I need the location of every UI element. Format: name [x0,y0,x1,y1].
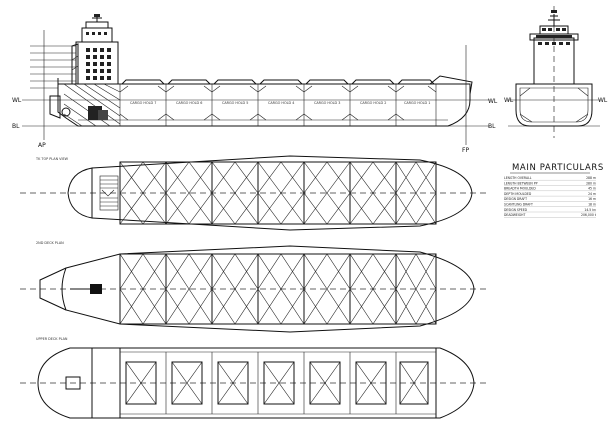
main-particulars-title: MAIN PARTICULARS [512,163,604,173]
wl-label: WL [12,97,22,104]
hold-label: CARGO HOLD 2 [360,101,386,105]
plan-view-2: 2ND DECK PLAN [20,241,490,333]
funnel-plan [65,376,81,390]
accommodation-block [71,14,119,85]
hatch-covers [125,361,429,405]
hopper-tanks [119,113,405,121]
engine-room-layout [99,175,119,211]
hold-label: CARGO HOLD 6 [176,101,202,105]
engine-casing [90,284,102,294]
bl-label: BL [12,123,20,130]
hold-label: CARGO HOLD 3 [314,101,340,105]
front-view: WL WL [504,6,608,138]
particular-label: DEPTH MOULDED [504,192,532,196]
bl-right-label: BL [488,123,496,130]
particular-label: DESIGN SPEED [504,208,528,212]
wl-right-label: WL [488,98,498,105]
particular-value: 24 m [588,192,596,196]
hold-label: CARGO HOLD 4 [268,101,294,105]
profile-view: CARGO HOLD 7 CARGO HOLD 6 CARGO HOLD 5 C… [12,14,498,154]
forecastle [429,75,473,95]
main-particulars-table: MAIN PARTICULARS LENGTH OVERALL 288 m LENG… [504,163,604,218]
engine-room-hatching [63,83,121,127]
plan-view-3-title: UPPER DECK PLAN [36,337,68,341]
hull-plan-outline-2 [61,245,475,333]
particular-value: 14.5 kn [584,208,596,212]
propeller [61,107,71,117]
particular-label: DEADWEIGHT [504,213,525,217]
plan-view-2-title: 2ND DECK PLAN [36,241,64,245]
particular-label: DESIGN DRAFT [504,197,527,201]
particular-label: LENGTH BETWEEN PP [504,181,538,185]
hold-label: CARGO HOLD 7 [130,101,156,105]
plan-view-1: TK TOP PLAN VIEW [20,155,490,231]
plan-view-1-title: TK TOP PLAN VIEW [35,157,69,161]
particular-value: 280 m [586,181,596,185]
particular-value: 45 m [588,187,596,191]
fp-label: FP [462,147,469,154]
engine-aux [98,110,108,120]
hold-label: CARGO HOLD 5 [222,101,248,105]
deck-level-marks [30,45,76,89]
plan-view-3: UPPER DECK PLAN [20,337,490,419]
particular-value: 18 m [588,203,596,207]
hull-plan-outline [91,155,473,231]
particular-label: SCANTLING DRAFT [504,203,533,207]
bulkheads [119,84,437,126]
hull-plan-outline-3 [37,347,475,419]
particular-label: BREADTH MOULDED [504,187,536,191]
hold-label: CARGO HOLD 1 [404,101,430,105]
particular-value: 16 m [588,197,596,201]
wl-front-left: WL [504,97,514,104]
hull-outline [57,78,471,127]
wl-front-label: WL [598,97,608,104]
topside-tanks [119,85,437,93]
stern-transom [39,267,67,311]
particular-value: 288 m [586,176,596,180]
ap-label: AP [38,142,46,149]
stern-outline [67,167,93,219]
particular-value: 206,000 t [581,213,597,217]
particular-label: LENGTH OVERALL [504,176,532,180]
rudder [49,95,61,119]
hatch-coamings [121,79,435,85]
midship-section [515,83,593,127]
hold-cross-bracing [119,161,437,225]
